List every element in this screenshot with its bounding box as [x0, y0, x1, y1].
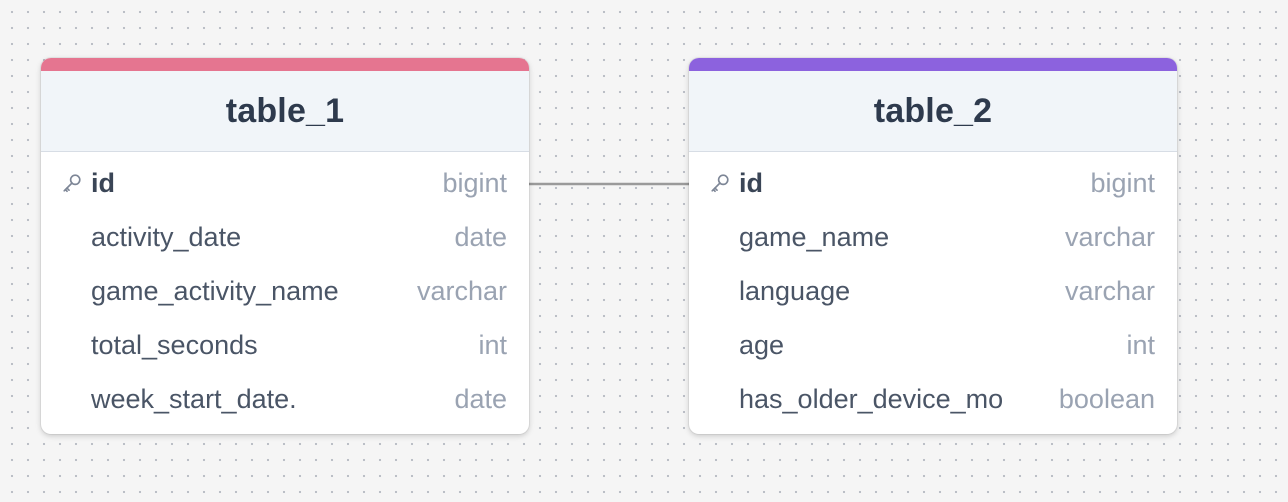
column-name: game_activity_name	[91, 275, 339, 306]
column-row[interactable]: game_name varchar	[689, 210, 1177, 264]
table-header[interactable]: table_1	[41, 71, 529, 152]
column-type: date	[454, 383, 507, 414]
table-color-bar	[41, 58, 529, 71]
column-list: id bigint game_name varchar language var…	[689, 152, 1177, 426]
column-row[interactable]: id bigint	[41, 156, 529, 210]
column-type: bigint	[442, 167, 507, 198]
column-row[interactable]: id bigint	[689, 156, 1177, 210]
column-name: id	[91, 167, 115, 198]
column-row[interactable]: activity_date date	[41, 210, 529, 264]
column-name: game_name	[739, 221, 890, 252]
column-type: date	[454, 221, 507, 252]
column-type: int	[1126, 329, 1155, 360]
column-list: id bigint activity_date date game_activi…	[41, 152, 529, 426]
column-name: activity_date	[91, 221, 242, 252]
column-row[interactable]: week_start_date. date	[41, 372, 529, 426]
column-name: week_start_date.	[91, 383, 297, 414]
column-name: id	[739, 167, 763, 198]
column-row[interactable]: age int	[689, 318, 1177, 372]
column-name: has_older_device_mo	[739, 383, 1004, 414]
table-card[interactable]: table_2 id bigint game_name varchar	[689, 58, 1177, 434]
column-name: total_seconds	[91, 329, 258, 360]
key-icon	[709, 172, 739, 194]
column-type: boolean	[1058, 383, 1155, 414]
key-icon	[61, 172, 91, 194]
column-row[interactable]: has_older_device_mo boolean	[689, 372, 1177, 426]
table-header[interactable]: table_2	[689, 71, 1177, 152]
column-type: int	[478, 329, 507, 360]
column-row[interactable]: total_seconds int	[41, 318, 529, 372]
table-title: table_2	[873, 91, 993, 130]
column-row[interactable]: language varchar	[689, 264, 1177, 318]
column-type: bigint	[1090, 167, 1155, 198]
column-type: varchar	[1064, 275, 1155, 306]
column-type: varchar	[416, 275, 507, 306]
column-type: varchar	[1064, 221, 1155, 252]
table-color-bar	[689, 58, 1177, 71]
column-row[interactable]: game_activity_name varchar	[41, 264, 529, 318]
table-card[interactable]: table_1 id bigint activity_date date	[41, 58, 529, 434]
column-name: age	[739, 329, 785, 360]
table-title: table_1	[225, 91, 345, 130]
column-name: language	[739, 275, 851, 306]
